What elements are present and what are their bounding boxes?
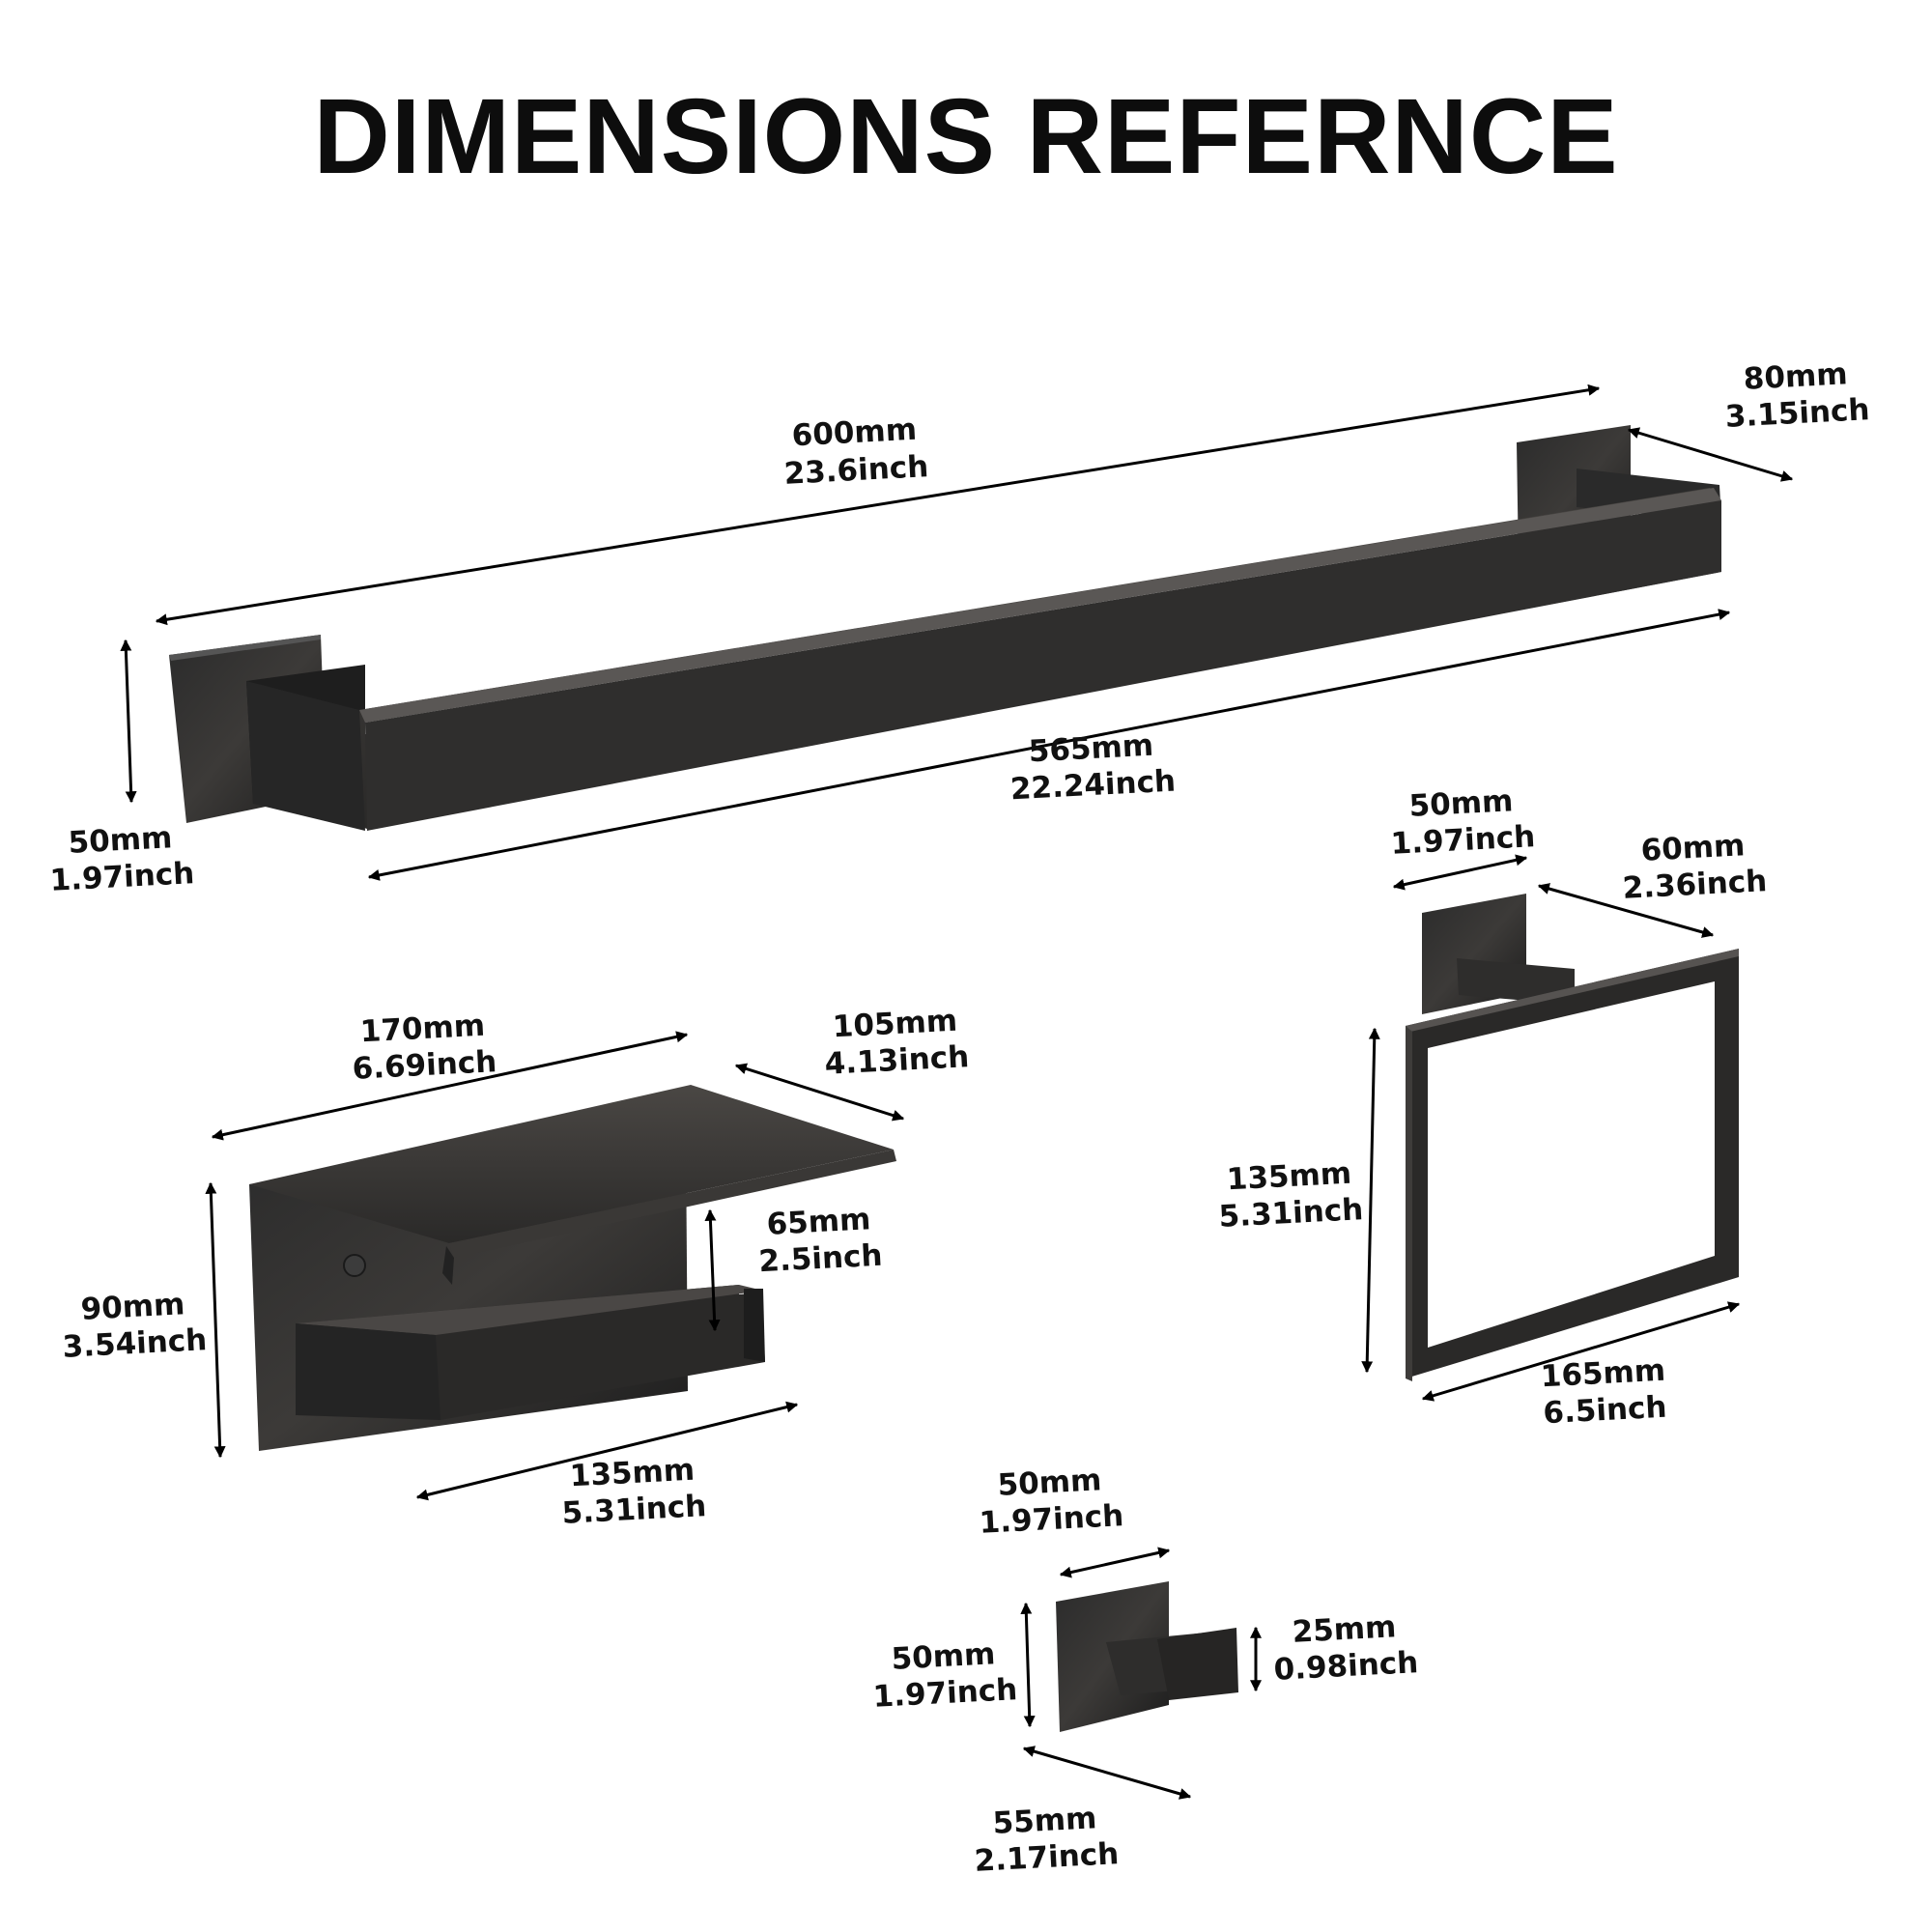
dim-line-paper-holder-width <box>211 1031 689 1141</box>
towel-ring-height-mm: 135mm <box>1226 1156 1352 1198</box>
dim-line-paper-holder-gap <box>704 1208 721 1332</box>
paper-holder-depth-mm: 105mm <box>832 1004 958 1045</box>
towel-ring-projection-inch: 2.36inch <box>1622 864 1768 906</box>
dim-line-paper-holder-depth <box>734 1063 905 1122</box>
dim-line-towel-ring-width <box>1421 1301 1741 1402</box>
paper-holder-depth-inch: 4.13inch <box>824 1039 970 1082</box>
paper-holder-height-mm: 90mm <box>80 1287 185 1327</box>
robe-hook-hook-height-inch: 0.98inch <box>1273 1645 1419 1688</box>
towel-ring-height-inch: 5.31inch <box>1218 1192 1364 1235</box>
robe-hook <box>1056 1581 1238 1732</box>
dim-line-robe-hook-base-width <box>1059 1547 1171 1578</box>
paper-holder-width-inch: 6.69inch <box>352 1044 497 1087</box>
towel-ring-width-mm: 165mm <box>1540 1353 1666 1395</box>
robe-hook-base-height-inch: 1.97inch <box>872 1672 1018 1715</box>
robe-hook-hook-height-mm: 25mm <box>1292 1609 1397 1650</box>
robe-hook-base-width-mm: 50mm <box>997 1463 1102 1503</box>
dim-line-towel-ring-base <box>1392 854 1528 891</box>
towel-bar-length-inch: 22.24inch <box>1009 764 1177 808</box>
towel-ring-base-inch: 1.97inch <box>1390 819 1536 862</box>
towel-bar-base-mm: 50mm <box>68 820 173 861</box>
robe-hook-depth-mm: 55mm <box>992 1801 1097 1841</box>
dim-line-towel-bar-base <box>120 639 137 804</box>
paper-holder-height-inch: 3.54inch <box>62 1322 208 1365</box>
dim-line-towel-bar-length <box>367 609 1731 881</box>
towel-ring-projection-mm: 60mm <box>1640 828 1746 868</box>
robe-hook-base-width-inch: 1.97inch <box>979 1498 1124 1541</box>
towel-bar-projection-mm: 80mm <box>1743 356 1848 397</box>
towel-bar-overall-mm: 600mm <box>791 412 918 454</box>
page-title: DIMENSIONS REFERNCE <box>313 77 1619 196</box>
towel-bar-base-inch: 1.97inch <box>49 856 195 898</box>
robe-hook-hook <box>1157 1628 1238 1700</box>
dim-line-robe-hook-depth <box>1022 1746 1192 1800</box>
paper-holder-shelf <box>249 1085 894 1243</box>
dim-line-towel-ring-height <box>1361 1027 1380 1374</box>
dim-line-towel-bar-projection <box>1627 427 1794 482</box>
towel-bar-overall-inch: 23.6inch <box>783 449 929 492</box>
towel-bar-projection-inch: 3.15inch <box>1724 392 1870 435</box>
paper-holder-gap-mm: 65mm <box>766 1202 871 1242</box>
towel-ring <box>1406 894 1739 1381</box>
dim-line-paper-holder-arm <box>415 1401 799 1501</box>
dim-line-robe-hook-base-height <box>1020 1602 1036 1728</box>
paper-holder-arm-inch: 5.31inch <box>561 1489 707 1531</box>
dim-line-towel-bar-overall <box>155 384 1601 626</box>
robe-hook-depth-inch: 2.17inch <box>974 1836 1120 1879</box>
dim-line-paper-holder-height <box>205 1181 226 1459</box>
towel-bar <box>169 425 1721 831</box>
towel-ring-width-inch: 6.5inch <box>1543 1390 1668 1432</box>
paper-holder-gap-inch: 2.5inch <box>758 1238 884 1280</box>
paper-holder <box>249 1085 896 1451</box>
towel-ring-frame <box>1406 949 1739 1378</box>
paper-holder-width-mm: 170mm <box>359 1009 486 1050</box>
robe-hook-base-height-mm: 50mm <box>891 1636 996 1677</box>
dim-line-towel-ring-projection <box>1537 883 1715 938</box>
towel-bar-length-mm: 565mm <box>1028 728 1154 770</box>
towel-ring-base-mm: 50mm <box>1408 783 1514 824</box>
paper-holder-arm-mm: 135mm <box>569 1453 696 1494</box>
